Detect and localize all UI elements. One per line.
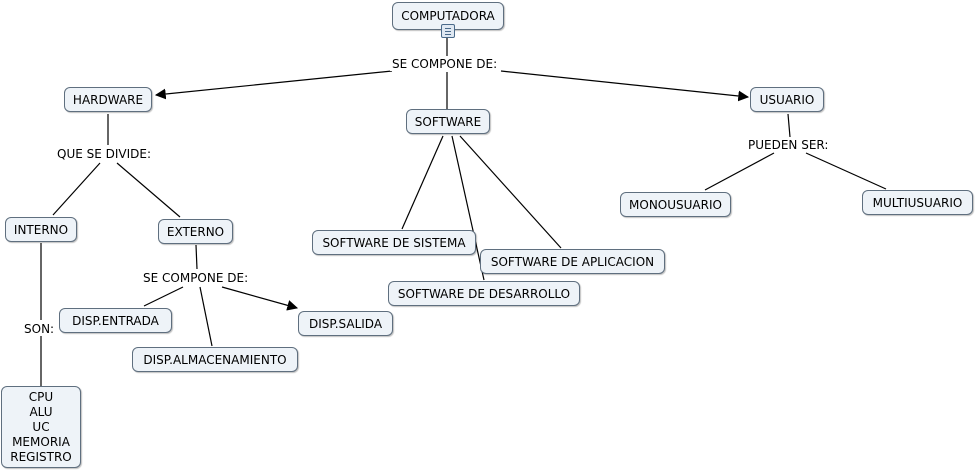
concept-componentes-internos[interactable]: CPU ALU UC MEMORIA REGISTRO [1,386,81,468]
linking-phrase-se-compone-de-externo: SE COMPONE DE: [141,271,251,285]
concept-software-de-desarrollo[interactable]: SOFTWARE DE DESARROLLO [388,281,580,306]
concept-multiusuario[interactable]: MULTIUSUARIO [862,190,973,215]
concept-hardware[interactable]: HARDWARE [64,87,152,112]
concept-disp-almacenamiento[interactable]: DISP.ALMACENAMIENTO [132,347,298,372]
linking-phrase-se-compone-de: SE COMPONE DE: [390,57,500,71]
concept-monousuario[interactable]: MONOUSUARIO [620,192,731,217]
concept-disp-entrada[interactable]: DISP.ENTRADA [59,308,172,333]
concept-software[interactable]: SOFTWARE [406,109,490,134]
concept-software-de-aplicacion[interactable]: SOFTWARE DE APLICACION [480,249,665,274]
linking-phrase-que-se-divide: QUE SE DIVIDE: [55,147,154,161]
concept-disp-salida[interactable]: DISP.SALIDA [298,311,393,336]
document-icon[interactable] [441,24,455,38]
concept-usuario[interactable]: USUARIO [750,87,824,112]
concept-interno[interactable]: INTERNO [5,217,77,242]
linking-phrase-son: SON: [22,322,57,336]
concept-software-de-sistema[interactable]: SOFTWARE DE SISTEMA [312,230,476,255]
linking-phrase-pueden-ser: PUEDEN SER: [746,138,831,152]
concept-externo[interactable]: EXTERNO [158,219,233,244]
